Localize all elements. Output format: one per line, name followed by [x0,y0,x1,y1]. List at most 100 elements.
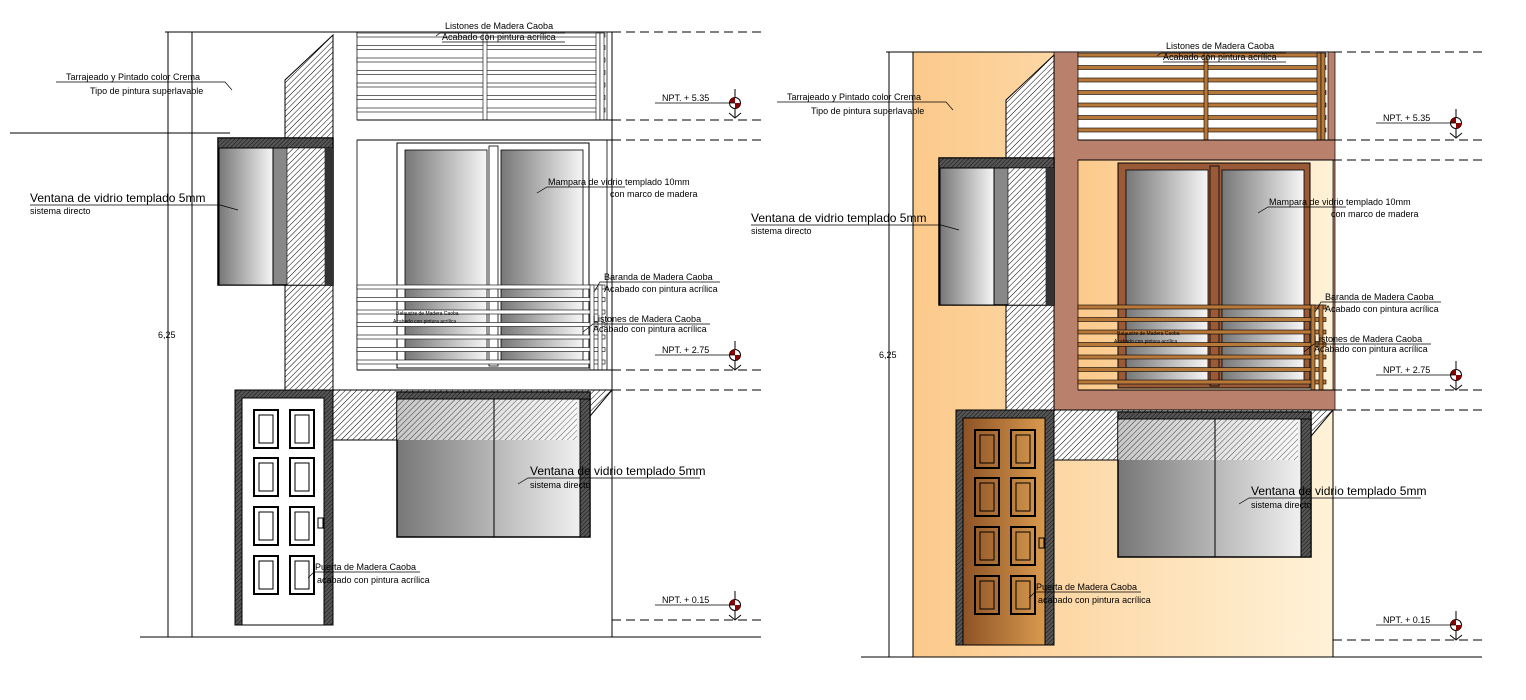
door-panel [1010,575,1036,615]
door-panel [253,506,279,546]
level-label-015: NPT. + 0.15 [1383,615,1430,625]
louver-slat [1077,65,1327,70]
lower-window-shadow [397,392,577,440]
louver-post [1320,52,1326,141]
door-panel [1010,526,1036,566]
label-baluster-finish: Acabado con pintura acrílica [1114,339,1177,345]
side-window-glass [218,147,274,286]
label-baluster-finish: Acabado con pintura acrílica [393,319,456,325]
louver-slat [356,95,606,100]
level-label-535: NPT. + 5.35 [662,93,709,103]
label-screen: Mampara de vidrio templado 10mm [1269,197,1411,207]
level-label-535: NPT. + 5.35 [1383,113,1430,123]
side-window-jamb [325,148,333,285]
railing-slat [1077,354,1327,360]
elevation-shapes [10,31,765,638]
level-marker-arrow [1449,132,1463,139]
door-panel-inner [979,531,995,561]
door-panel-inner [258,462,274,492]
railing-slat [1077,304,1327,310]
label-wall-paint: Tipo de pintura superlavable [90,86,203,96]
label-wall-finish: Tarrajeado y Pintado color Crema [66,72,200,82]
label-top-louvers: Listones de Madera Caoba [1166,41,1274,51]
label-side-window: Ventana de vidrio templado 5mm [30,191,205,205]
label-railing-finish: Acabado con pintura acrílica [604,284,718,294]
label-low-louvers-finish: Acabado con pintura acrílica [593,324,707,334]
screen-glass-left [1125,169,1209,383]
railing-slat [356,297,606,302]
railing-slat [356,309,606,315]
height-dimension: 6,25 [158,330,176,340]
door-leaf [241,397,325,626]
door-panel [289,457,315,497]
label-baluster: Balaustre de Madera Caoba [1117,331,1180,337]
door-panel [253,409,279,449]
railing-slat [356,347,606,352]
door-panel-inner [1015,580,1031,610]
door-panel-inner [979,482,995,512]
level-marker-arrow [728,112,742,119]
label-railing: Baranda de Madera Caoba [604,272,713,282]
label-low-louvers: Listones de Madera Caoba [1314,334,1422,344]
railing-slat [1077,317,1327,322]
railing-slat [1077,329,1327,335]
door-panel-inner [294,462,310,492]
label-lower-window: Ventana de vidrio templado 5mm [530,464,705,478]
lower-window-shadow [1118,412,1298,460]
label-low-louvers: Listones de Madera Caoba [593,314,701,324]
railing-slat [356,322,606,327]
railing-slat [1077,342,1327,347]
louver-slat [1077,102,1327,108]
label-door: Puerta de Madera Caoba [315,562,416,572]
door-panel-inner [258,414,274,444]
side-window-lintel [938,157,1055,169]
level-label-015: NPT. + 0.15 [662,595,709,605]
label-wall-finish: Tarrajeado y Pintado color Crema [787,92,921,102]
railing-slat [356,284,606,290]
door-panel-inner [1015,531,1031,561]
door-panel [253,555,279,595]
elevation-labels: Listones de Madera Caoba Acabado con pin… [30,21,735,606]
label-top-louvers-finish: Acabado con pintura acrílica [1163,52,1277,62]
height-dimension: 6,25 [879,350,897,360]
label-screen-frame: con marco de madera [610,189,698,199]
door-panel-inner [294,560,310,590]
screen-mullion [488,145,499,367]
label-wall-paint: Tipo de pintura superlavable [811,106,924,116]
door-panel-inner [979,580,995,610]
door-panel [289,506,315,546]
louver-slat [356,57,606,63]
door-panel [253,457,279,497]
elevation-colored: Listones de Madera Caoba Acabado con pin… [751,41,1486,658]
label-top-louvers: Listones de Madera Caoba [445,21,553,31]
upper-louver-frame [1077,51,1329,141]
elevation-labels: Listones de Madera Caoba Acabado con pin… [751,41,1456,626]
door-panel [289,409,315,449]
level-marker-arrow [728,614,742,621]
label-side-window-system: sistema directo [30,206,91,216]
louver-slat [1077,115,1327,120]
railing-slat [356,334,606,340]
label-door-finish: acabado con pintura acrílica [317,575,430,585]
door-panel-inner [1015,482,1031,512]
label-screen-frame: con marco de madera [1331,209,1419,219]
label-lower-window-system: sistema directo [530,480,591,490]
label-door: Puerta de Madera Caoba [1036,582,1137,592]
railing-slat [1077,379,1327,385]
level-label-275: NPT. + 2.75 [1383,365,1430,375]
lower-window-lintel [1117,411,1312,420]
door-panel [1010,477,1036,517]
screen-mullion [1209,165,1220,387]
label-top-louvers-finish: Acabado con pintura acrílica [442,32,556,42]
louver-slat [356,70,606,75]
side-window-lintel [217,137,334,149]
door-panel [974,526,1000,566]
screen-glass-left [404,149,488,363]
label-side-window-system: sistema directo [751,226,812,236]
louver-post [595,32,601,121]
door-panel-inner [979,434,995,464]
door-panel-inner [258,511,274,541]
door-panel [289,555,315,595]
label-door-finish: acabado con pintura acrílica [1038,595,1151,605]
